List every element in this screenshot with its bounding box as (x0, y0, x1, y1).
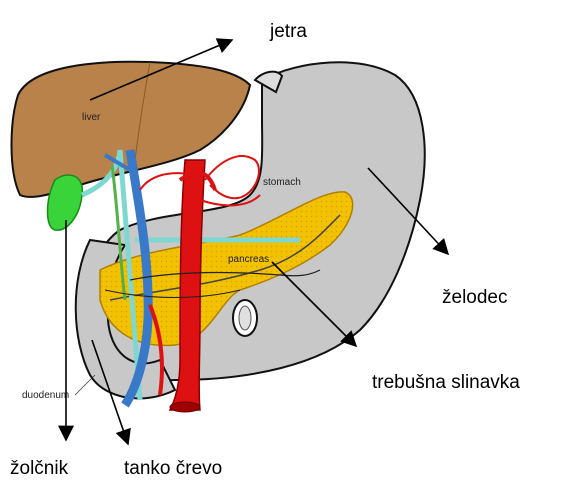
organ-label-stomach: stomach (263, 177, 301, 188)
label-zolcnik: žolčnik (10, 458, 69, 479)
label-trebusna-slinavka: trebušna slinavka (372, 372, 520, 393)
organ-label-duodenum: duodenum (22, 390, 69, 401)
label-tanko-crevo: tanko črevo (124, 458, 222, 479)
label-zelodec: želodec (442, 287, 508, 308)
organ-label-liver: liver (82, 112, 101, 123)
gallbladder-shape (48, 175, 83, 230)
organ-label-pancreas: pancreas (228, 254, 269, 265)
label-jetra: jetra (269, 21, 307, 42)
